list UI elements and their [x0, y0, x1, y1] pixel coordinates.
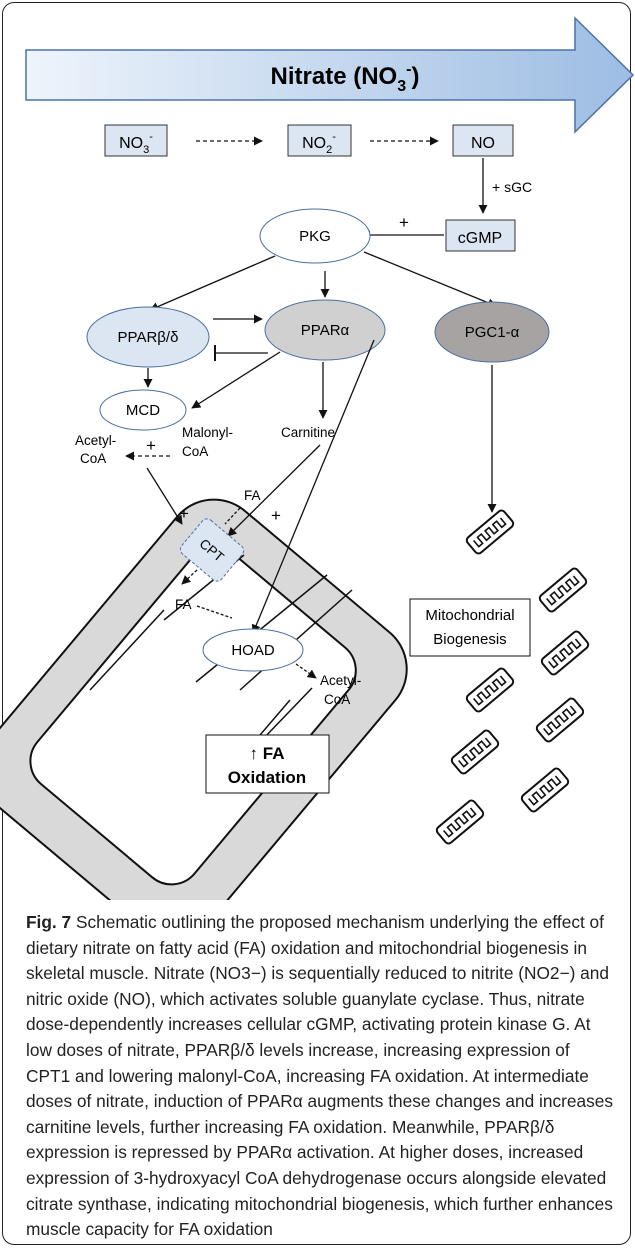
mitochondria-group [435, 509, 590, 845]
svg-text:HOAD: HOAD [231, 642, 275, 659]
fa-left-label: FA [175, 597, 192, 612]
mitochondrion-icon [465, 509, 515, 555]
acetyl-coa-bottom: Acetyl-CoA [320, 673, 361, 707]
svg-text:PPARβ/δ: PPARβ/δ [118, 329, 179, 346]
mitochondrion-icon [540, 630, 590, 676]
arrow-fa-hoad [196, 605, 233, 619]
svg-text:cGMP: cGMP [458, 230, 502, 247]
svg-text:Oxidation: Oxidation [228, 768, 306, 787]
fa-oxidation-box: ↑ FA Oxidation [205, 734, 330, 794]
svg-text:MCD: MCD [126, 402, 160, 419]
arrow-acetyl-cpt [146, 467, 183, 525]
arrow-pkg-pgc1a [363, 251, 497, 308]
svg-text:NO3-: NO3- [119, 131, 153, 156]
arrow-ppara-hoad [251, 339, 375, 634]
carnitine-label: Carnitine [281, 425, 335, 440]
nitrite-box: NO2- [287, 124, 352, 157]
banner-title: Nitrate (NO3-) [271, 61, 420, 95]
malonyl-coa: Malonyl-CoA [182, 425, 233, 459]
svg-text:NO2-: NO2- [302, 131, 336, 156]
arrow-fa-cpt [224, 507, 241, 525]
hoad-node: HOAD [202, 628, 304, 672]
mito-biogenesis-box: Mitochondrial Biogenesis [409, 598, 531, 657]
arrow-pkg-pparbd [149, 255, 276, 311]
ppar-alpha-node: PPARα [264, 299, 386, 361]
figure-caption: Fig. 7 Schematic outlining the proposed … [26, 910, 616, 1243]
plus-cgmp-pkg: + [399, 213, 409, 232]
arrow-ppara-mcd [191, 351, 281, 409]
no-box: NO [452, 124, 514, 157]
mechanism-diagram: Nitrate (NO3-) NO3- NO2- NO + sGC cGMP +… [0, 16, 635, 900]
arrow-hoad-acetyl [295, 663, 317, 679]
plus-cpt-right: + [271, 506, 281, 525]
caption-text: Schematic outlining the proposed mechani… [26, 912, 614, 1240]
caption-label: Fig. 7 [26, 912, 72, 932]
sgc-label: + sGC [492, 179, 532, 195]
cpt-node: CPT [179, 518, 245, 582]
acetyl-coa-top: Acetyl-CoA [75, 433, 116, 466]
svg-text:NO: NO [471, 135, 495, 152]
nitrate-box: NO3- [104, 124, 168, 157]
pkg-node: PKG [259, 208, 371, 264]
svg-text:PGC1-α: PGC1-α [465, 324, 520, 341]
svg-text:Mitochondrial: Mitochondrial [425, 607, 514, 624]
mitochondrion-icon [450, 729, 500, 775]
svg-text:Biogenesis: Biogenesis [433, 631, 506, 648]
cgmp-box: cGMP [445, 219, 516, 252]
ppar-beta-delta-node: PPARβ/δ [86, 306, 210, 368]
plus-malonyl: + [146, 436, 156, 455]
mcd-node: MCD [99, 389, 187, 431]
arrow-cpt-fa [181, 569, 198, 585]
arrow-carnitine-cpt [227, 444, 321, 537]
nitrate-banner-arrow: Nitrate (NO3-) [25, 16, 635, 134]
mitochondrion-icon [465, 667, 515, 713]
fa-top-label: FA [244, 488, 261, 503]
svg-text:PPARα: PPARα [301, 322, 350, 339]
mitochondrion-icon [535, 697, 585, 743]
mitochondrion-icon [538, 567, 588, 613]
svg-text:PKG: PKG [299, 228, 331, 245]
pgc1a-node: PGC1-α [434, 301, 550, 363]
svg-text:↑ FA: ↑ FA [250, 744, 285, 763]
mitochondrion-icon [520, 767, 570, 813]
mitochondrion-icon [435, 799, 485, 845]
plus-cpt-left: + [179, 504, 189, 523]
